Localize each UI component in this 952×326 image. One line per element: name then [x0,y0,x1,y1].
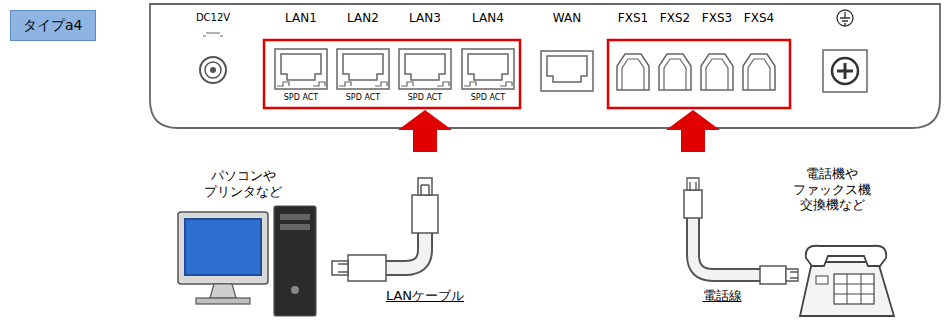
device-label: パソコンや プリンタなど [201,168,284,199]
port-label: WAN [553,11,581,25]
led-label: SPD ACT [284,93,318,103]
port-label: FXS4 [744,11,774,25]
port-label: LAN1 [285,11,317,25]
led-label: SPD ACT [408,93,442,103]
cable-label: 電話線 [703,288,742,304]
badge-text: タイプa4 [23,17,83,33]
port-label: FXS1 [618,11,648,25]
device-label: 電話機や ファックス機 交換機など [790,166,873,213]
power-label: DC12V [196,12,230,24]
port-label: FXS2 [660,11,690,25]
port-label: LAN4 [472,11,504,25]
led-label: SPD ACT [346,93,380,103]
led-label: SPD ACT [471,93,505,103]
type-badge: タイプa4 [10,10,96,41]
cable-label: LANケーブル [386,288,464,304]
port-label: FXS3 [702,11,732,25]
port-label: LAN3 [409,11,441,25]
port-label: LAN2 [347,11,379,25]
